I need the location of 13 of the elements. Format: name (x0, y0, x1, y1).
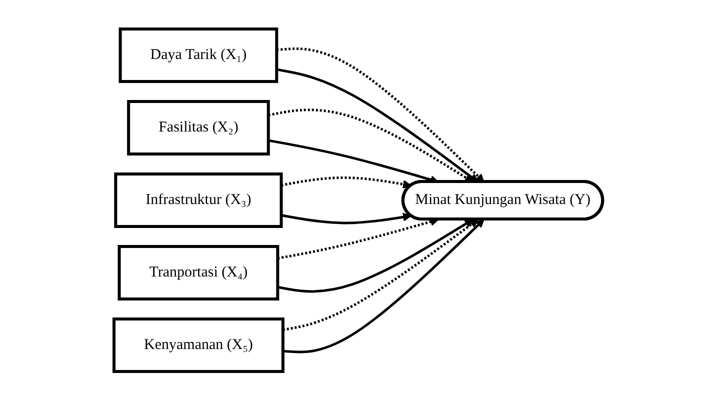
node-box: Daya Tarik (X₁) (118, 27, 278, 83)
node-box: Fasilitas (X₂) (126, 100, 270, 156)
node-box: Kenyamanan (X₅) (112, 317, 284, 373)
arrow (280, 212, 412, 224)
arrow (276, 68, 478, 182)
node-box: Tranportasi (X₄) (117, 244, 279, 300)
arrow (282, 218, 484, 354)
arrow (280, 176, 412, 188)
arrow (276, 47, 484, 182)
arrow (268, 108, 473, 182)
node-box: Infrastruktur (X₃) (114, 172, 282, 228)
arrow (277, 218, 474, 292)
arrow (282, 218, 478, 331)
